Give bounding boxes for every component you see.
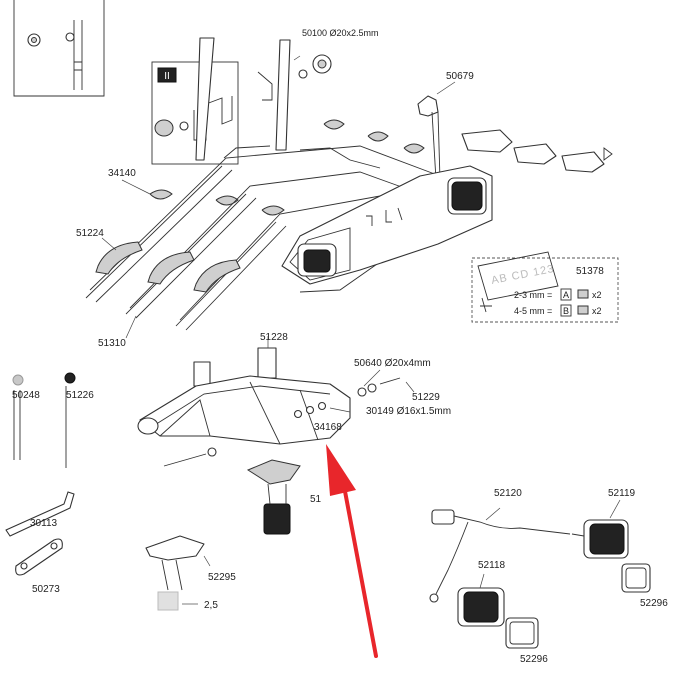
label-50640: 50640 Ø20x4mm	[354, 358, 431, 369]
carrier-frame-upper	[85, 145, 493, 331]
label-50273: 50273	[32, 584, 60, 595]
strap-clips	[121, 119, 425, 216]
part-50248-strap	[12, 374, 24, 460]
inset-roman-label: II	[164, 71, 170, 82]
label-50679: 50679	[446, 71, 474, 82]
label-51310: 51310	[98, 338, 126, 349]
plate-row2-letter: B	[563, 306, 569, 316]
label-34168: 34168	[314, 422, 342, 433]
red-pointer-arrow	[326, 444, 378, 658]
wiring-harness	[429, 507, 585, 603]
label-34140: 34140	[108, 168, 136, 179]
part-52296-lens-right	[621, 563, 651, 593]
part-52296-lens-bottom	[505, 617, 539, 649]
label-51226: 51226	[66, 390, 94, 401]
part-50273-link	[15, 538, 63, 576]
part-51226-tie	[64, 372, 76, 468]
label-30113: 30113	[30, 518, 58, 529]
label-52296-right: 52296	[640, 598, 668, 609]
inset-box-II: II	[151, 61, 239, 165]
label-30149: 30149 Ø16x1.5mm	[366, 406, 451, 417]
lower-frame	[137, 336, 415, 535]
upright-posts	[195, 37, 332, 161]
plate-row1-range: 2-3 mm =	[514, 290, 552, 300]
part-30113-hex-key	[5, 491, 75, 537]
label-52295: 52295	[208, 572, 236, 583]
label-51224: 51224	[76, 228, 104, 239]
wheel-cradles-51224	[95, 237, 241, 293]
inset-box-topleft	[13, 0, 105, 97]
part-50679-key	[417, 81, 456, 181]
plate-row1-mult: x2	[592, 290, 602, 300]
plate-row1-letter: A	[563, 290, 569, 300]
label-51-partial: 51	[310, 494, 322, 505]
label-52118: 52118	[478, 560, 506, 571]
wheel-holders-right	[461, 129, 613, 173]
part-52118-light	[457, 573, 505, 627]
label-52119: 52119	[608, 488, 636, 499]
label-52296-bottom: 52296	[520, 654, 548, 665]
label-51228: 51228	[260, 332, 288, 343]
label-50248: 50248	[12, 390, 40, 401]
label-50100: 50100 Ø20x2.5mm	[302, 28, 379, 38]
label-52295-value: 2,5	[204, 600, 218, 611]
label-51229: 51229	[412, 392, 440, 403]
plate-row2-mult: x2	[592, 306, 602, 316]
plate-row2-range: 4-5 mm =	[514, 306, 552, 316]
plate-text: AB CD 123	[490, 263, 555, 287]
part-52295-clamp	[145, 535, 211, 611]
label-52120: 52120	[494, 488, 522, 499]
label-51378: 51378	[576, 266, 604, 277]
part-52119-light	[583, 499, 629, 559]
part-51378-plate-box: AB CD 123 2-3 mm = A x2 4-5 mm = B x2	[471, 251, 619, 323]
